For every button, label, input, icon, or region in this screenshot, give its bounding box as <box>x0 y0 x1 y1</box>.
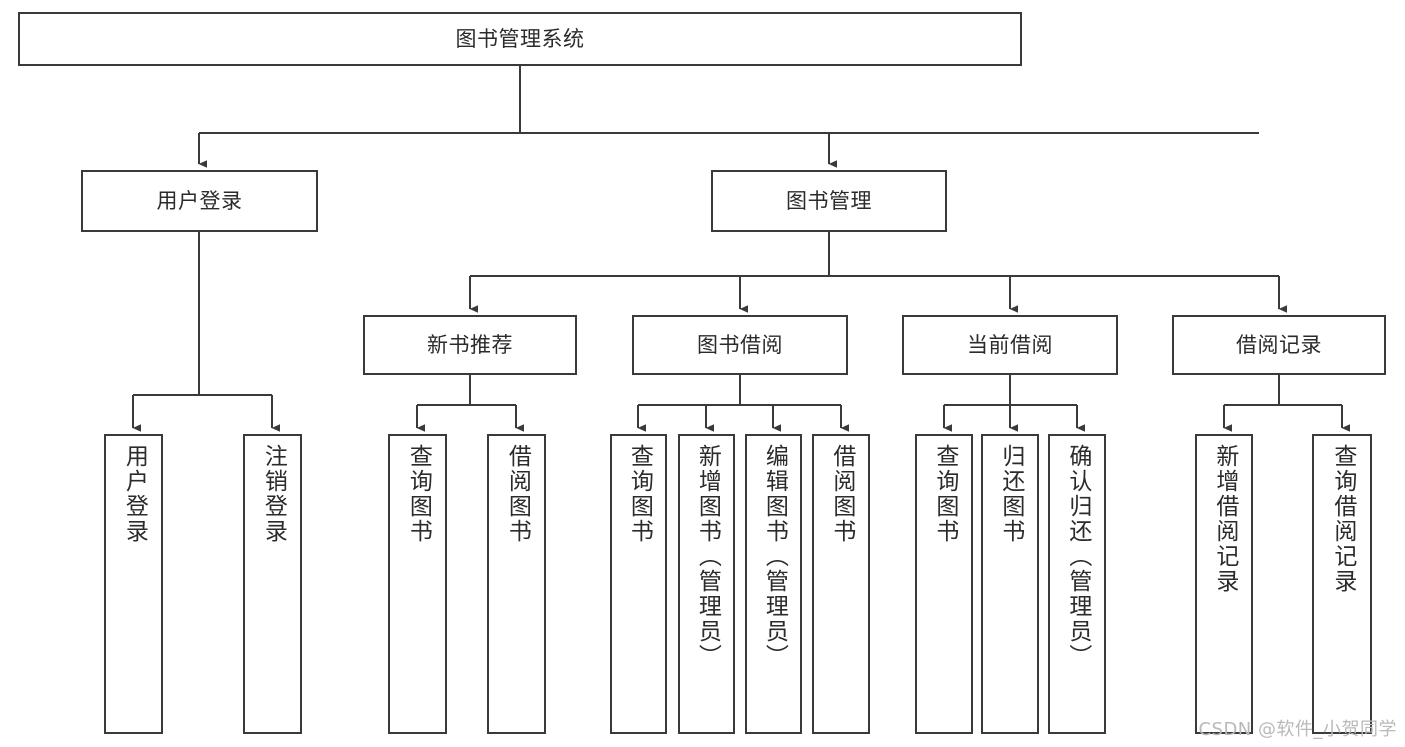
leaf-add-borrow-record[interactable]: 新增借阅记录 <box>1195 434 1253 734</box>
leaf-borrow-book-recommend-label: 借阅图书 <box>504 444 531 544</box>
node-current-borrow-label: 当前借阅 <box>967 332 1053 357</box>
leaf-user-logout-label: 注销登录 <box>260 444 287 544</box>
node-user-login[interactable]: 用户登录 <box>81 170 318 232</box>
leaf-user-login-label: 用户登录 <box>121 444 148 544</box>
leaf-query-book-recommend[interactable]: 查询图书 <box>388 434 447 734</box>
node-user-login-label: 用户登录 <box>156 188 243 213</box>
leaf-user-logout[interactable]: 注销登录 <box>243 434 302 734</box>
node-book-manage[interactable]: 图书管理 <box>711 170 947 232</box>
node-borrow-record-label: 借阅记录 <box>1236 332 1322 357</box>
leaf-query-borrow-record-label: 查询借阅记录 <box>1329 444 1356 594</box>
leaf-user-login[interactable]: 用户登录 <box>104 434 163 734</box>
leaf-edit-book-label: 编辑图书（管理员） <box>761 444 788 669</box>
leaf-query-book-borrow-label: 查询图书 <box>626 444 653 544</box>
node-new-book-recommend-label: 新书推荐 <box>427 332 513 357</box>
leaf-add-book-label: 新增图书（管理员） <box>694 444 721 669</box>
node-root-label: 图书管理系统 <box>455 26 585 51</box>
leaf-query-book-current[interactable]: 查询图书 <box>915 434 973 734</box>
leaf-confirm-return[interactable]: 确认归还（管理员） <box>1048 434 1106 734</box>
node-book-borrow-label: 图书借阅 <box>697 332 783 357</box>
leaf-edit-book[interactable]: 编辑图书（管理员） <box>745 434 802 734</box>
watermark: CSDN @软件_小贺同学 <box>1198 719 1397 740</box>
leaf-query-borrow-record[interactable]: 查询借阅记录 <box>1312 434 1372 734</box>
leaf-confirm-return-label: 确认归还（管理员） <box>1064 444 1091 669</box>
leaf-return-book[interactable]: 归还图书 <box>981 434 1039 734</box>
leaf-add-book[interactable]: 新增图书（管理员） <box>678 434 735 734</box>
leaf-return-book-label: 归还图书 <box>997 444 1024 544</box>
leaf-query-book-borrow[interactable]: 查询图书 <box>610 434 667 734</box>
leaf-borrow-book[interactable]: 借阅图书 <box>812 434 870 734</box>
node-root[interactable]: 图书管理系统 <box>18 12 1022 66</box>
leaf-add-borrow-record-label: 新增借阅记录 <box>1211 444 1238 594</box>
node-book-manage-label: 图书管理 <box>786 188 872 213</box>
leaf-query-book-recommend-label: 查询图书 <box>405 444 432 544</box>
node-current-borrow[interactable]: 当前借阅 <box>902 315 1118 375</box>
leaf-borrow-book-recommend[interactable]: 借阅图书 <box>487 434 546 734</box>
leaf-borrow-book-label: 借阅图书 <box>828 444 855 544</box>
node-book-borrow[interactable]: 图书借阅 <box>632 315 848 375</box>
leaf-query-book-current-label: 查询图书 <box>931 444 958 544</box>
node-borrow-record[interactable]: 借阅记录 <box>1172 315 1386 375</box>
node-new-book-recommend[interactable]: 新书推荐 <box>363 315 577 375</box>
